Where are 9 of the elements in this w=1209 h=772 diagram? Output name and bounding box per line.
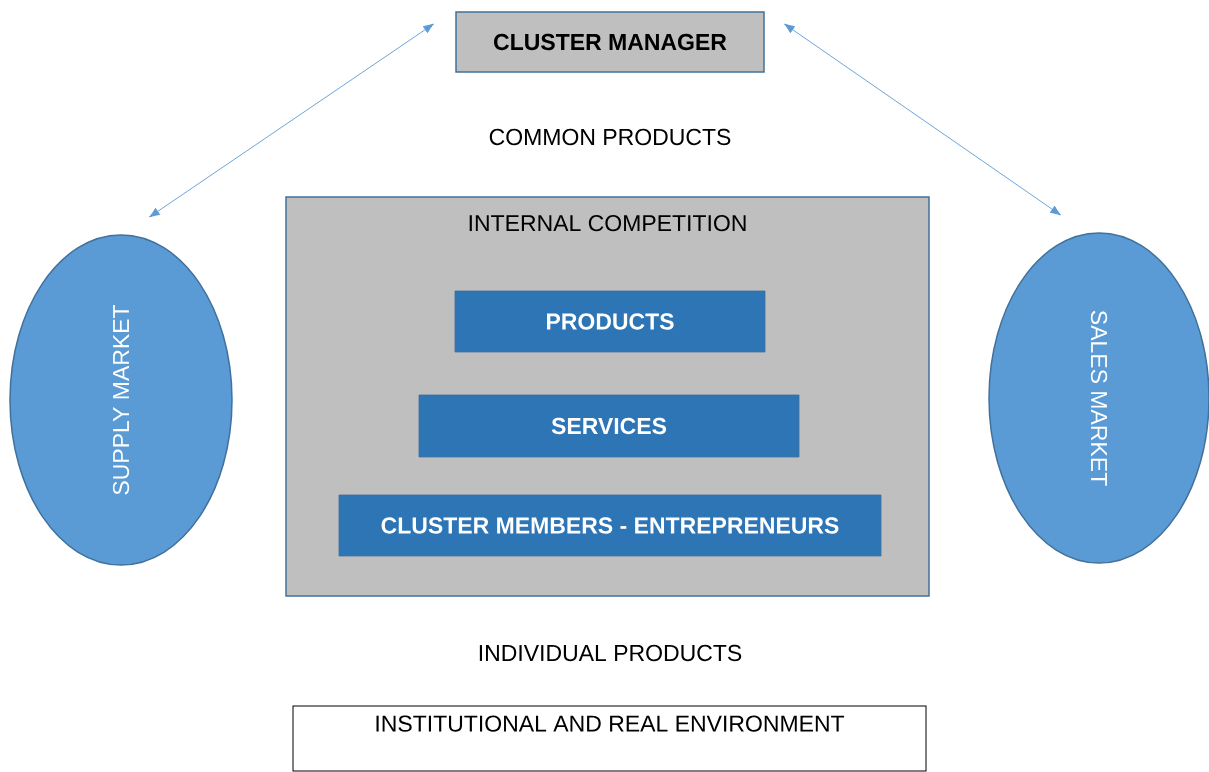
- manager-box: CLUSTER MANAGER: [455, 11, 765, 73]
- flow-label: INDIVIDUAL PRODUCTS: [479, 644, 742, 662]
- flow-label: COMMON PRODUCTS: [489, 128, 731, 146]
- double-arrow: [784, 23, 1061, 216]
- level-box: PRODUCTS: [454, 290, 766, 353]
- level-box: CLUSTER MEMBERS - ENTREPRENEURS: [338, 494, 882, 557]
- level-box: SERVICES: [418, 394, 800, 458]
- double-arrow: [149, 23, 434, 218]
- environment-box: INSTITUTIONAL AND REAL ENVIRONMENT: [292, 705, 927, 772]
